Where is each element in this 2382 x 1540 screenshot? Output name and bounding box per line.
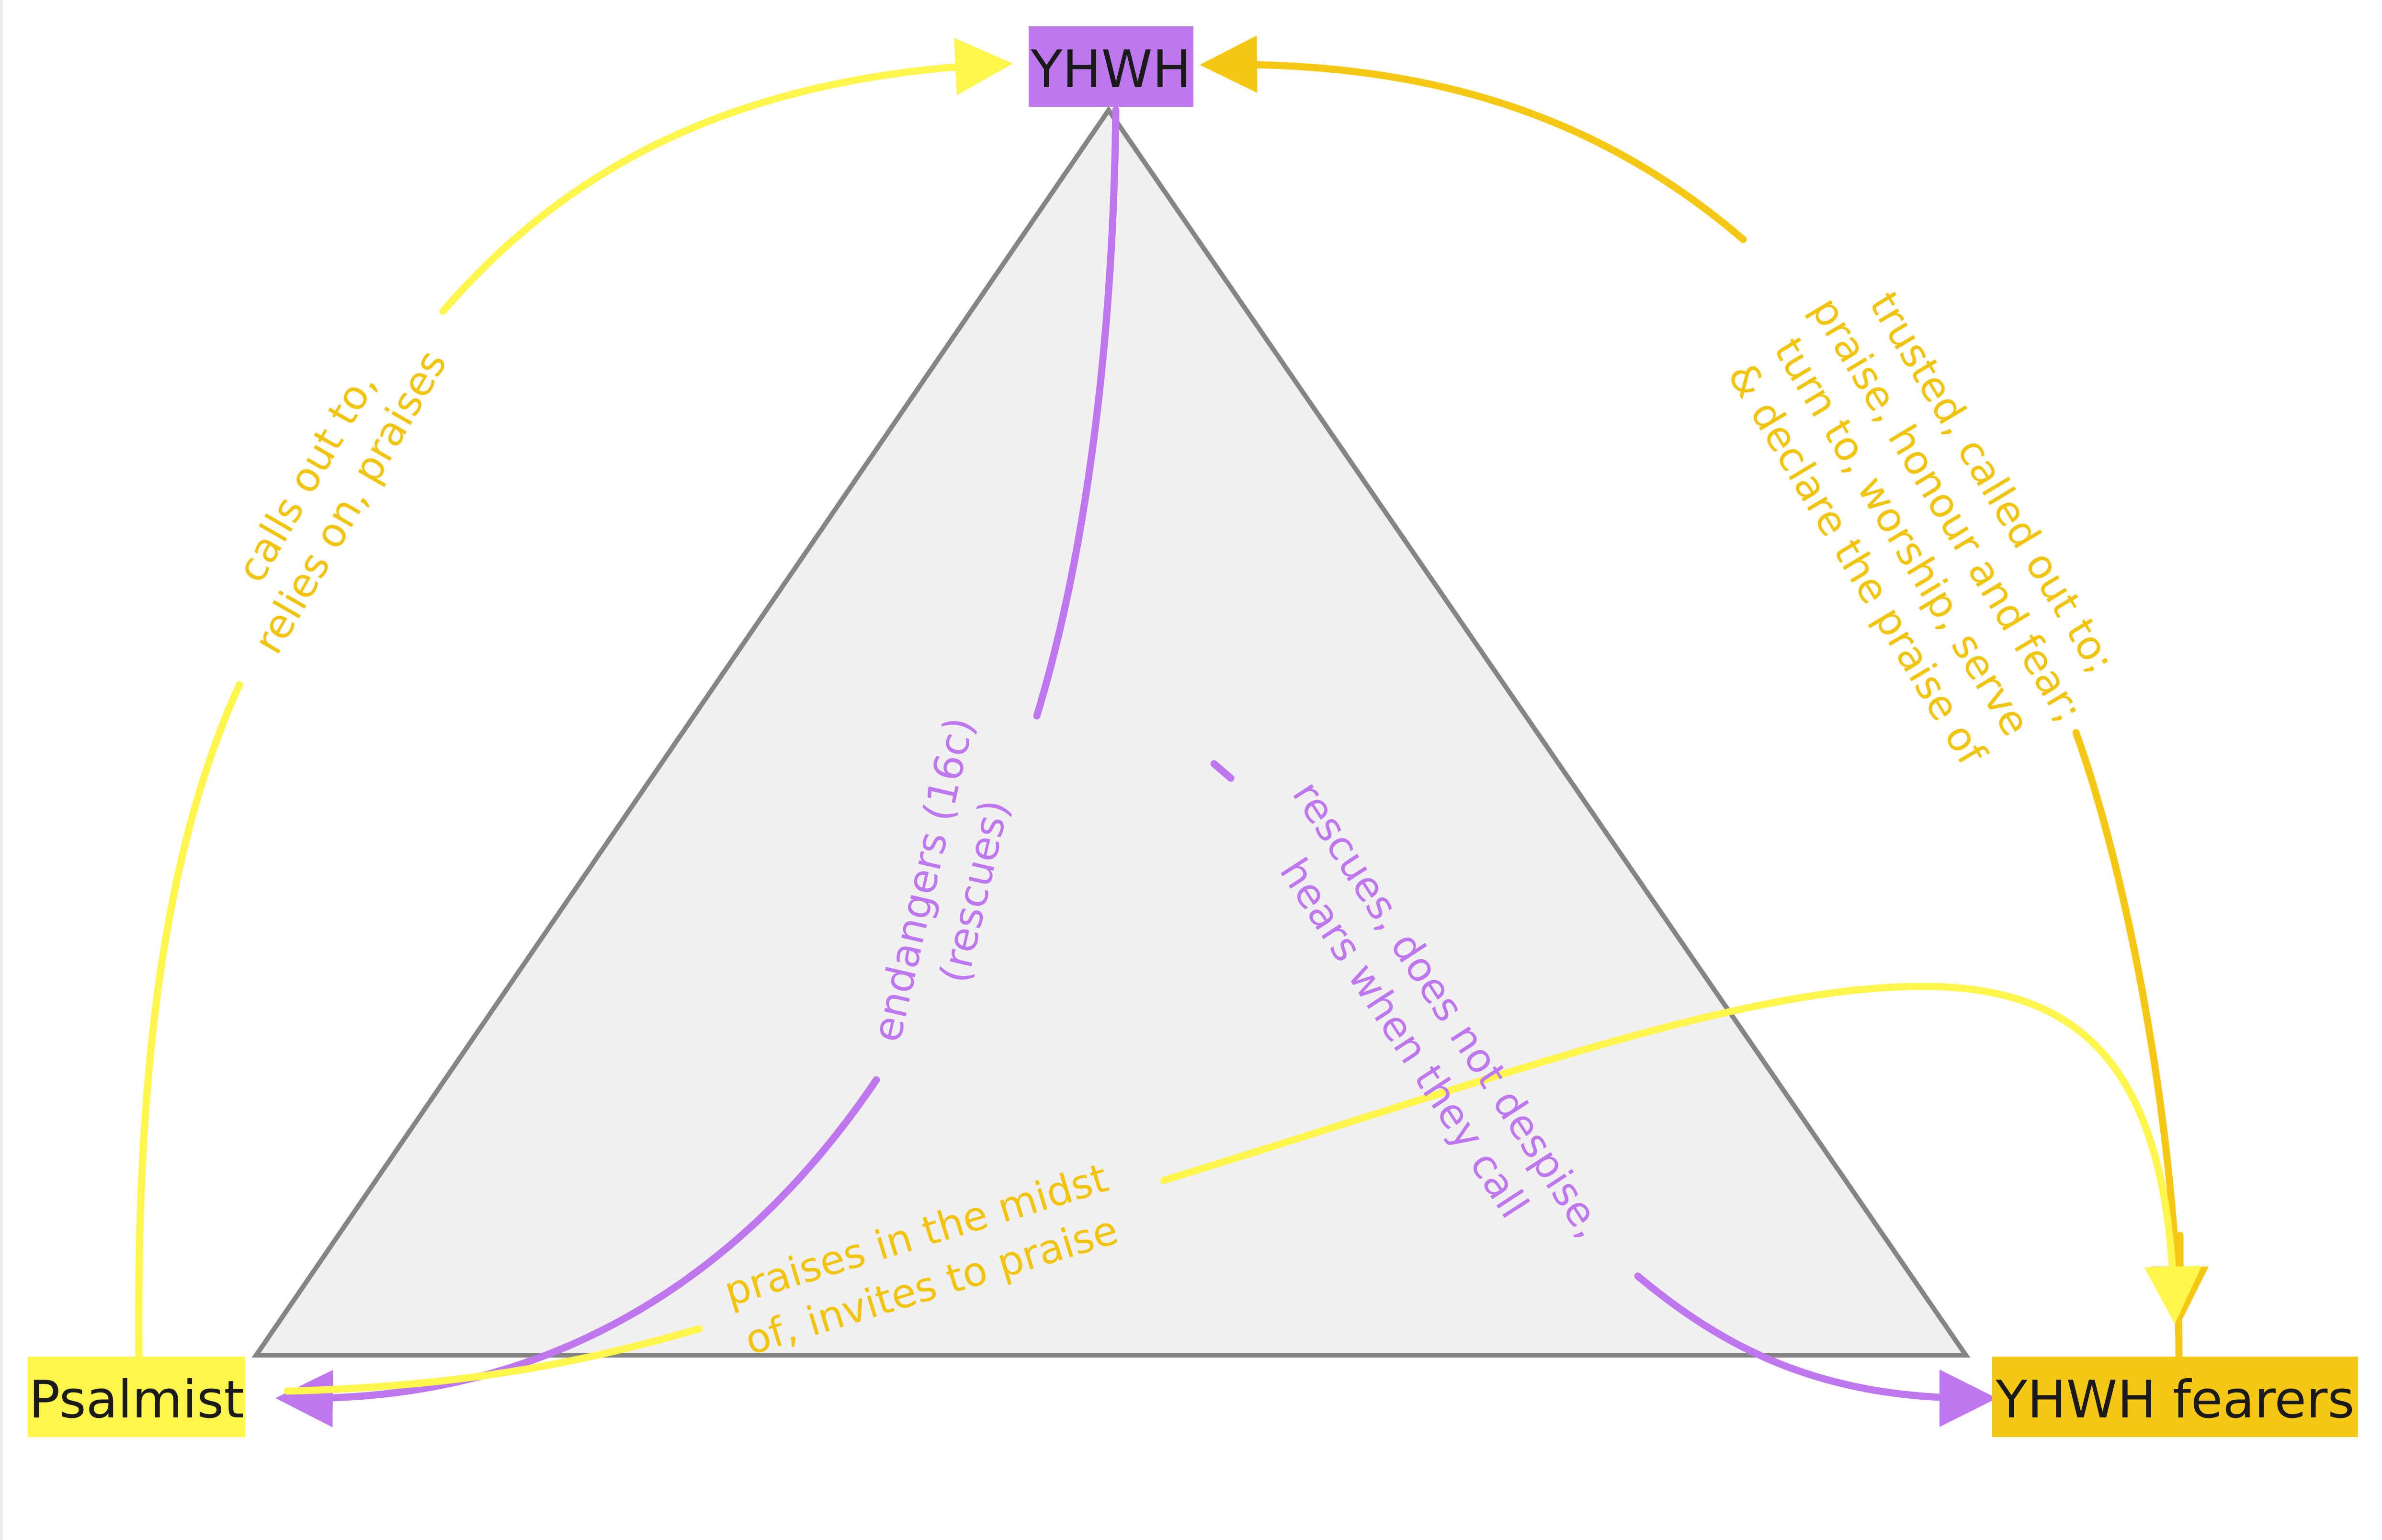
label-fearers-to-yhwh: trusted, called out to; praise, honour a… (1719, 284, 2125, 774)
left-border (0, 0, 3, 1540)
label-psalmist-to-yhwh: calls out to, relies on, praises (227, 342, 456, 662)
node-yhwh-box (1029, 26, 1193, 107)
edge-psalmist-to-fearers-start (284, 1325, 703, 1395)
node-psalmist[interactable]: Psalmist (28, 1357, 245, 1437)
node-yhwh-fearers[interactable]: YHWH fearers (1992, 1357, 2358, 1437)
edge-yhwh-to-fearers-start (1210, 760, 1235, 782)
edge-fearers-to-yhwh (1200, 35, 1747, 243)
edge-psalmist-to-fearers-arrow (1160, 983, 2202, 1324)
node-psalmist-label: Psalmist (29, 1370, 244, 1430)
edge-psalmist-to-yhwh (135, 681, 243, 1359)
node-psalmist-box (28, 1357, 245, 1437)
edge-psalmist-to-yhwh-arrow (439, 37, 1013, 315)
edge-fearers-to-yhwh-lower (2072, 729, 2183, 1359)
edge-yhwh-to-psalmist-upper (1033, 106, 1120, 720)
edge-yhwh-to-psalmist-lower (275, 1076, 880, 1427)
central-triangle (251, 106, 1971, 1358)
node-yhwh[interactable]: YHWH (1029, 26, 1193, 107)
edge-yhwh-to-fearers-lower (1634, 1272, 1997, 1427)
node-yhwh-fearers-box (1992, 1357, 2358, 1437)
node-yhwh-label: YHWH (1030, 40, 1191, 100)
node-yhwh-fearers-label: YHWH fearers (1995, 1370, 2354, 1430)
